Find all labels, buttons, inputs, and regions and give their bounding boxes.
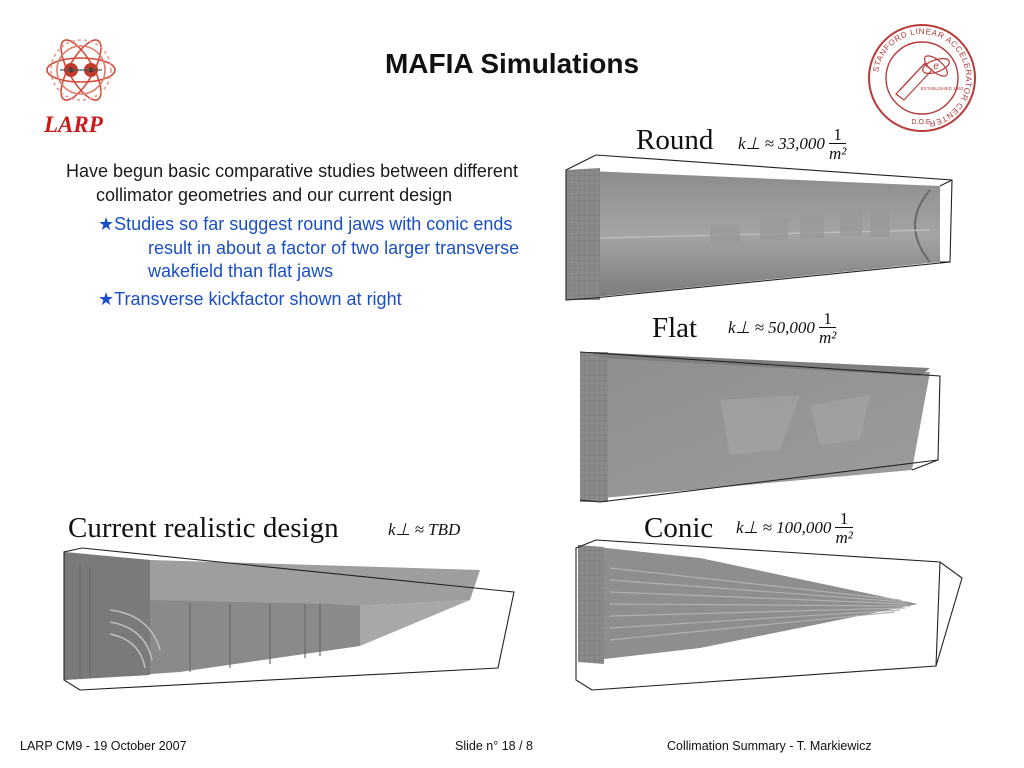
larp-logo: [40, 34, 122, 112]
seal-year: ESTABLISHED 1962: [921, 86, 964, 91]
page-title: MAFIA Simulations: [384, 48, 640, 79]
round-label: Round: [636, 124, 714, 156]
svg-text:e: e: [933, 61, 939, 72]
bullet-list: Have begun basic comparative studies bet…: [66, 160, 546, 311]
star-icon: ★: [98, 288, 115, 309]
current-design-figure: [63, 547, 515, 691]
main-bullet: Have begun basic comparative studies bet…: [66, 161, 518, 205]
flat-jaw-figure: [579, 351, 941, 503]
larp-wordmark: LARP: [44, 112, 103, 137]
footer-right: Collimation Summary - T. Markiewicz: [667, 739, 872, 753]
flat-label: Flat: [652, 312, 698, 344]
slac-seal: STANFORD LINEAR ACCELERATOR CENTER D.O.E…: [866, 22, 978, 134]
current-design-label: Current realistic design: [68, 512, 339, 544]
footer-left: LARP CM9 - 19 October 2007: [20, 739, 187, 753]
larp-atom-icon: [46, 39, 116, 101]
conic-label: Conic: [644, 512, 714, 544]
round-jaw-figure: [565, 154, 953, 301]
sub-bullet-2: ★Transverse kickfactor shown at right: [98, 288, 402, 309]
conic-jaw-figure: [575, 539, 963, 691]
slac-seal-icon: STANFORD LINEAR ACCELERATOR CENTER D.O.E…: [868, 24, 976, 132]
sub-bullet-1: ★Studies so far suggest round jaws with …: [98, 214, 520, 281]
seal-bottom-text: D.O.E.: [911, 119, 932, 126]
current-kickfactor: k⊥ ≈ TBD: [388, 520, 461, 539]
star-icon: ★: [98, 214, 115, 234]
footer-center: Slide n° 18 / 8: [455, 739, 533, 753]
